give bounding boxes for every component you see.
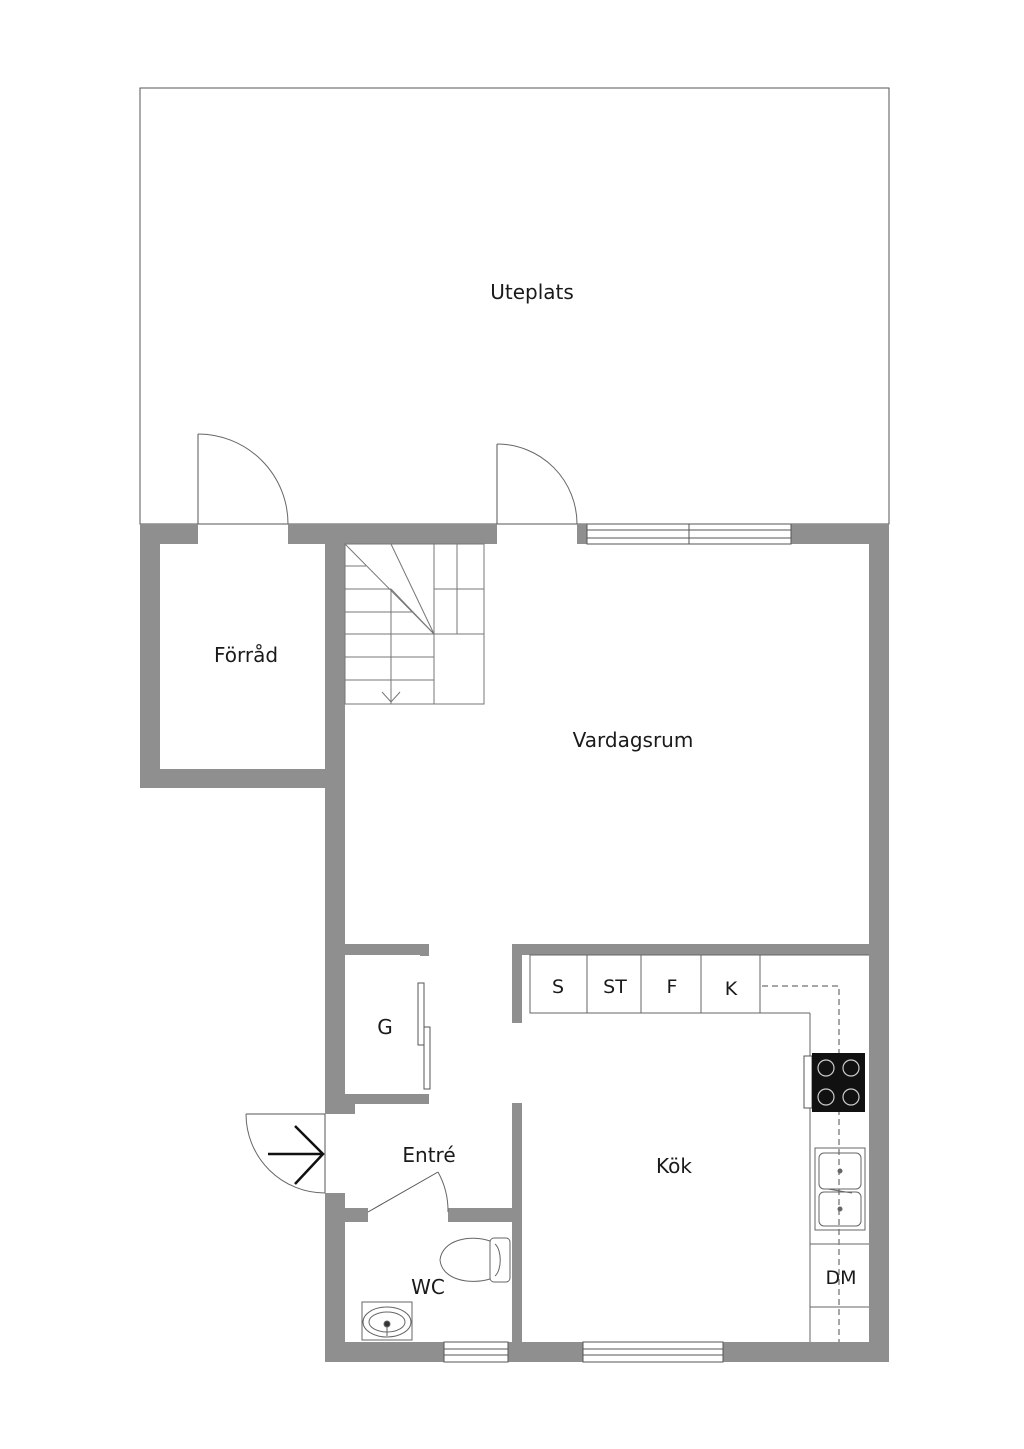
room-label-uteplats: Uteplats (490, 280, 574, 304)
appliance-label-s: S (552, 976, 564, 998)
room-label-kok: Kök (656, 1154, 692, 1178)
walls (140, 524, 889, 1362)
upper-cabinet-outline (762, 985, 840, 1342)
room-label-wc: WC (411, 1275, 445, 1299)
stove-icon (803, 1053, 865, 1112)
toilet-icon (439, 1237, 511, 1283)
appliance-label-k: K (725, 978, 738, 1000)
room-label-garderob: G (377, 1015, 393, 1039)
room-label-forrad: Förråd (214, 643, 278, 667)
appliance-label-dm: DM (825, 1267, 856, 1289)
doors (197, 433, 578, 1213)
kitchen-sink-icon (814, 1147, 866, 1231)
wash-basin-icon (361, 1301, 413, 1341)
appliance-label-f: F (667, 976, 678, 998)
staircase (344, 543, 485, 705)
room-label-entre: Entré (402, 1143, 455, 1167)
room-label-vardagsrum: Vardagsrum (573, 728, 694, 752)
patio-outline (139, 87, 890, 525)
appliance-label-st: ST (603, 976, 627, 998)
entrance-arrow-icon (268, 1125, 325, 1185)
windows (443, 523, 792, 1363)
